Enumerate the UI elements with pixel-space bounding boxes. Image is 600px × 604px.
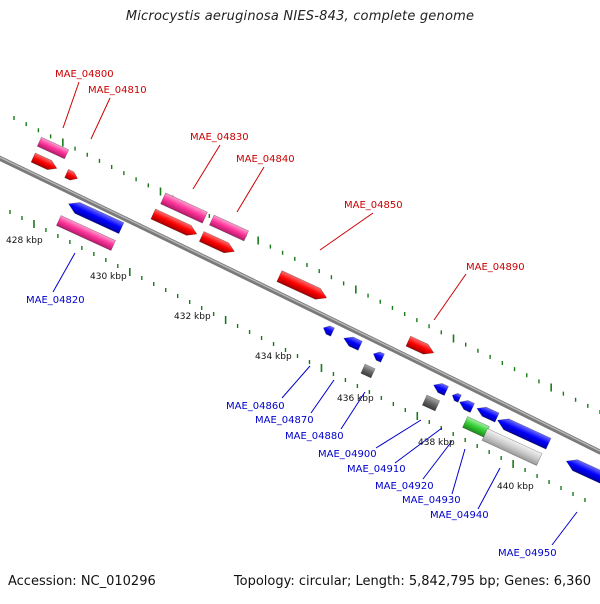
gene-label[interactable]: MAE_04800 [55,69,114,80]
gene-label[interactable]: MAE_04840 [236,154,295,165]
callout-line [281,365,311,399]
gene-label[interactable]: MAE_04820 [26,295,85,306]
scale-label: 430 kbp [90,272,127,282]
cds-feature [198,231,235,254]
label-callouts [52,81,578,546]
gene-label[interactable]: MAE_04940 [430,510,489,521]
tick-marks [9,116,600,502]
cds-feature [405,335,435,355]
scale-label: 434 kbp [255,352,292,362]
reverse-cds-feature [373,351,385,363]
accession-text: Accession: NC_010296 [8,574,156,589]
gene-label[interactable]: MAE_04860 [226,401,285,412]
callout-line [477,467,501,510]
rna-feature [56,215,116,251]
callout-line [52,252,76,293]
cds-feature [64,169,78,181]
gene-label[interactable]: MAE_04880 [285,431,344,442]
scale-label: 440 kbp [497,482,534,492]
forward-gene-labels: MAE_04800 MAE_04810 MAE_04830 MAE_04840 … [55,69,525,273]
gene-label[interactable]: MAE_04910 [347,464,406,475]
gene-label[interactable]: MAE_04920 [375,481,434,492]
callout-line [451,448,466,495]
scale-label: 436 kbp [337,394,374,404]
scale-label: 438 kbp [418,438,455,448]
callout-line [422,440,453,480]
gene-label[interactable]: MAE_04830 [190,132,249,143]
genome-backbone-highlight [0,156,600,452]
genome-info-text: Topology: circular; Length: 5,842,795 bp… [233,574,591,589]
cds-feature [30,152,58,170]
callout-line [394,427,443,464]
gene-label[interactable]: MAE_04950 [498,548,557,559]
genome-backbone [0,155,600,455]
cds-feature [150,208,198,236]
gene-label[interactable]: MAE_04870 [255,415,314,426]
reverse-cds-feature [459,400,475,413]
gene-label[interactable]: MAE_04930 [402,495,461,506]
gray-feature [421,394,441,412]
callout-line [433,273,467,321]
rna-feature [209,214,249,242]
map-title: Microcystis aeruginosa NIES-843, complet… [125,9,475,24]
gene-label[interactable]: MAE_04900 [318,449,377,460]
callout-line [340,391,366,430]
reverse-cds-feature [68,202,125,234]
gray-feature [360,363,376,379]
callout-line [551,511,578,546]
gene-label[interactable]: MAE_04890 [466,262,525,273]
reverse-gene-labels: MAE_04820 MAE_04860 MAE_04870 MAE_04880 … [26,295,557,559]
gene-label[interactable]: MAE_04850 [344,200,403,211]
reverse-cds-feature [497,418,552,450]
scale-label: 432 kbp [174,312,211,322]
callout-line [236,166,265,213]
rna-feature [160,192,208,224]
reverse-cds-feature [565,459,600,489]
feature-track [30,136,600,489]
callout-line [192,144,221,190]
reverse-cds-feature [323,325,335,337]
reverse-cds-feature [433,383,449,396]
callout-line [90,97,111,140]
callout-line [375,419,422,449]
scale-labels: 428 kbp 430 kbp 432 kbp 434 kbp 436 kbp … [6,236,534,492]
gene-label[interactable]: MAE_04810 [88,85,147,96]
scale-label: 428 kbp [6,236,43,246]
cds-feature [276,270,328,300]
reverse-cds-feature [451,393,462,403]
rna-feature [36,136,70,160]
callout-line [62,81,80,129]
callout-line [310,379,335,414]
callout-line [319,212,374,251]
reverse-cds-feature [343,336,363,351]
light-feature [481,428,543,466]
reverse-cds-feature [476,406,500,423]
